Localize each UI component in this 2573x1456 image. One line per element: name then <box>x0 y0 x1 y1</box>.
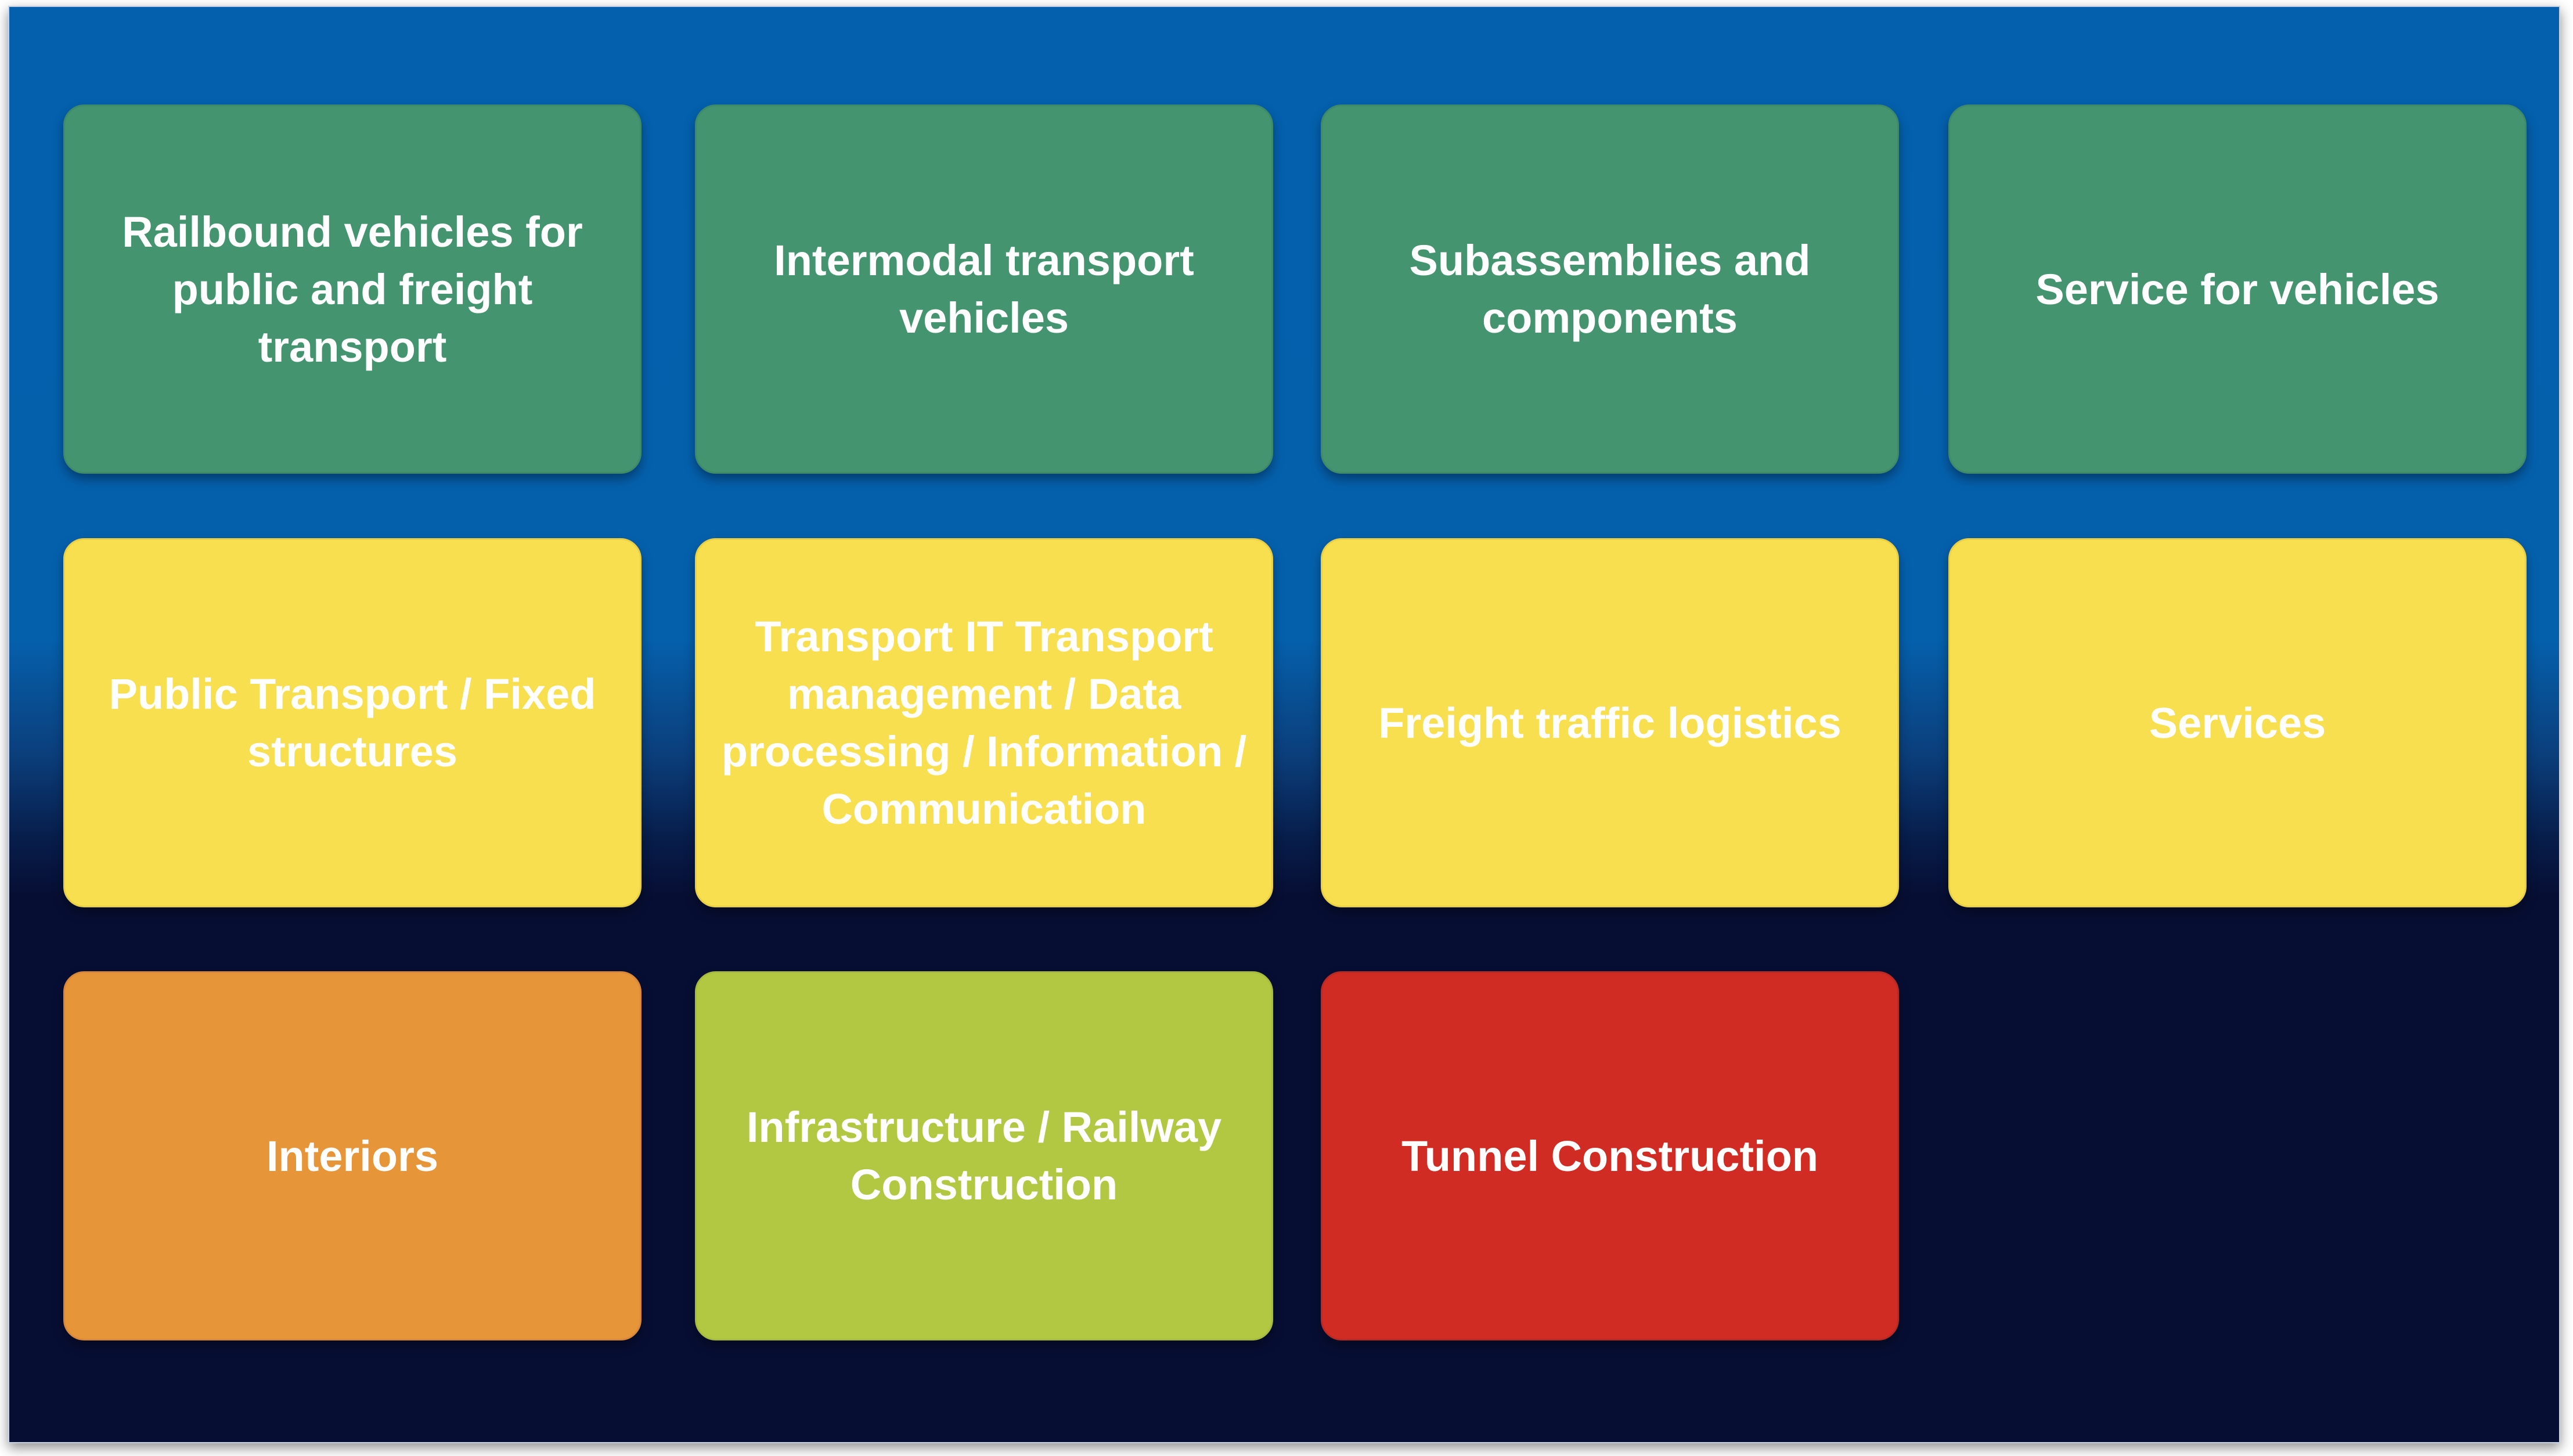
tile-label: Public Transport / Fixed structures <box>109 670 596 776</box>
tile-freight-traffic-logistics: Freight traffic logistics <box>1321 538 1899 907</box>
tile-label: Interiors <box>266 1131 439 1180</box>
tile-railbound-vehicles: Railbound vehicles for public and freigh… <box>63 104 642 474</box>
tile-public-transport-fixed-structures: Public Transport / Fixed structures <box>63 538 642 907</box>
tile-label: Intermodal transport vehicles <box>774 236 1194 342</box>
tile-label: Services <box>2149 698 2326 747</box>
tile-intermodal-transport-vehicles: Intermodal transport vehicles <box>695 104 1273 474</box>
tile-label: Infrastructure / Railway Construction <box>746 1103 1222 1209</box>
tile-tunnel-construction: Tunnel Construction <box>1321 971 1899 1340</box>
tile-label: Tunnel Construction <box>1401 1131 1818 1180</box>
tile-label: Subassemblies and components <box>1409 236 1811 342</box>
tile-label: Transport IT Transport management / Data… <box>721 612 1247 833</box>
tile-label: Service for vehicles <box>2035 265 2439 313</box>
diagram-slide: Railbound vehicles for public and freigh… <box>8 6 2560 1443</box>
tile-subassemblies-components: Subassemblies and components <box>1321 104 1899 474</box>
tile-services: Services <box>1948 538 2527 907</box>
tile-transport-it: Transport IT Transport management / Data… <box>695 538 1273 907</box>
tile-label: Freight traffic logistics <box>1378 698 1842 747</box>
tile-interiors: Interiors <box>63 971 642 1340</box>
tile-infrastructure-railway-construction: Infrastructure / Railway Construction <box>695 971 1273 1340</box>
tile-label: Railbound vehicles for public and freigh… <box>122 207 583 371</box>
tile-service-for-vehicles: Service for vehicles <box>1948 104 2527 474</box>
